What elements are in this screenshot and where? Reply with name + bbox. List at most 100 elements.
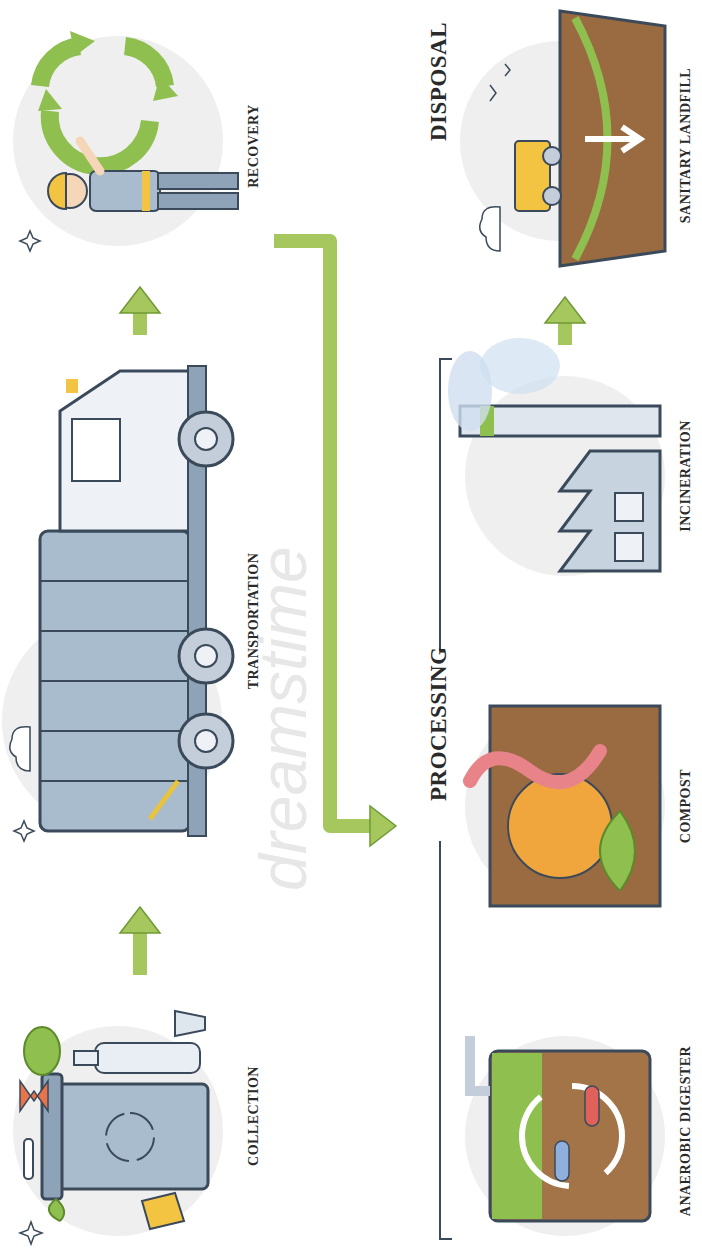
recycle-head	[153, 76, 178, 101]
stage-label: SANITARY LANDFILL	[678, 0, 694, 291]
stage-node: INCINERATION	[430, 351, 702, 601]
truck-cab	[60, 371, 190, 531]
worm	[470, 751, 600, 782]
arrow-shaft	[274, 241, 372, 826]
group-heading: PROCESSING	[426, 646, 452, 801]
backdrop	[465, 1036, 665, 1236]
stage-label: COLLECTION	[246, 981, 262, 1251]
hub	[195, 730, 217, 752]
truck-body	[40, 531, 190, 831]
leaves	[24, 1027, 60, 1075]
recycle-head	[38, 89, 62, 111]
stripe	[150, 781, 178, 819]
cloud	[10, 727, 30, 771]
belt	[142, 171, 150, 211]
leaf	[49, 1199, 64, 1221]
birds	[490, 64, 510, 101]
compost-bin	[490, 706, 660, 906]
recycle-head	[70, 31, 95, 56]
stage-label: TRANSPORTATION	[246, 341, 262, 901]
stage-label: ANAEROBIC DIGESTER	[678, 1011, 694, 1251]
flow-arrow	[120, 907, 160, 975]
arrow-shaft	[133, 931, 147, 975]
arrow-head	[120, 287, 160, 313]
ribs	[40, 581, 190, 781]
stage-label: COMPOST	[678, 681, 694, 931]
arrow-shaft	[133, 311, 147, 335]
backdrop	[13, 1026, 223, 1236]
flow-arrow	[274, 241, 396, 846]
stage-node: TRANSPORTATION	[0, 341, 270, 901]
arm	[80, 141, 100, 171]
wheel	[179, 714, 233, 768]
sparkle	[20, 231, 40, 251]
wheel	[543, 147, 561, 165]
stage-label: INCINERATION	[678, 351, 694, 601]
recycle-mark	[106, 1113, 154, 1161]
wheel	[179, 629, 233, 683]
arrow-head	[545, 297, 585, 323]
group-heading: DISPOSAL	[426, 22, 452, 141]
cab-window	[72, 419, 120, 481]
backdrop	[465, 706, 665, 906]
group-node: PROCESSING ANAEROBIC DIGESTER COMPOST INCIN…	[400, 341, 702, 1251]
digester-icon	[465, 1036, 665, 1236]
pit	[560, 11, 665, 266]
stage-node: COLLECTION	[0, 981, 270, 1251]
leg	[158, 193, 238, 209]
crate	[615, 533, 643, 561]
arrow-head	[120, 907, 160, 933]
stage-node: RECOVERY	[0, 11, 270, 281]
wheel	[543, 187, 561, 205]
recycle-arrow	[40, 46, 80, 86]
recovery-icon	[13, 31, 238, 251]
helmet	[48, 173, 66, 209]
tank	[490, 1051, 650, 1221]
flow-arrow	[120, 287, 160, 335]
tank-top	[492, 1053, 542, 1219]
compost-icon	[465, 706, 665, 906]
stage-label: RECOVERY	[246, 11, 262, 281]
flow-arrow	[545, 297, 585, 345]
factory	[560, 451, 660, 571]
leg	[158, 173, 238, 189]
crate	[615, 493, 643, 521]
truck-icon	[2, 366, 233, 841]
leaf	[600, 811, 635, 891]
scrap	[20, 1081, 48, 1111]
incineration-icon	[448, 338, 665, 576]
sparkle	[20, 1222, 42, 1244]
hub	[195, 428, 217, 450]
bin-body	[58, 1084, 208, 1189]
arrow-shaft	[558, 321, 572, 345]
bacterium	[585, 1086, 599, 1126]
smoke	[480, 338, 560, 394]
hub	[195, 645, 217, 667]
cab-light	[66, 379, 78, 393]
bottle-neck	[74, 1051, 98, 1065]
stage-node: SANITARY LANDFILL	[430, 0, 702, 291]
bacterium	[555, 1141, 569, 1181]
bone	[24, 1139, 33, 1179]
bottle	[95, 1043, 200, 1073]
cycle-arrows	[522, 1086, 622, 1186]
pipe	[470, 1036, 490, 1091]
down-arrow	[585, 127, 640, 151]
group-node: DISPOSAL SANITARY LANDFILL	[400, 0, 702, 291]
fruit	[508, 774, 612, 878]
glass	[175, 1011, 205, 1036]
stage-node: COMPOST	[430, 681, 702, 931]
collection-icon	[13, 1011, 223, 1244]
cloud	[480, 207, 500, 251]
backdrop	[13, 36, 223, 246]
recycle-arrow	[50, 111, 150, 166]
sparkle	[14, 821, 34, 841]
landfill-icon	[460, 11, 665, 266]
paper	[142, 1193, 184, 1229]
arrow-head	[370, 806, 396, 846]
wheel	[179, 412, 233, 466]
overalls	[90, 171, 160, 211]
